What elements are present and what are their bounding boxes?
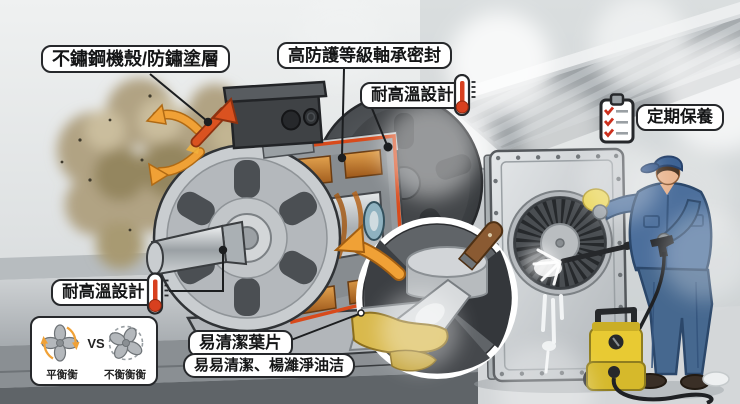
callout-heat-top-label: 耐高溫設計 [371, 86, 454, 104]
balanced-fan-label: 平衡衡 [46, 369, 78, 381]
callout-maintenance: 定期保養 [636, 104, 724, 131]
callout-easy-clean-blade-sub: 易易清潔、楊濰淨油洁 [183, 353, 356, 378]
callout-bearing-seal-label: 高防護等級軸承密封 [288, 46, 441, 65]
callout-heat-resistant-bottom: 耐高溫設計 [51, 279, 156, 306]
deflect-arrow-head [211, 96, 239, 125]
clipboard-checklist-icon [599, 93, 635, 144]
floor-rag [702, 371, 730, 387]
callout-heat-bottom-label: 耐高溫設計 [62, 283, 145, 301]
stator-winding [343, 149, 383, 179]
callout-blade-label: 易清潔葉片 [199, 334, 282, 352]
unbalanced-fan-label: 不衡衡衡 [104, 369, 146, 381]
vs-label: VS [87, 336, 105, 351]
water-spray [524, 246, 562, 286]
unbalanced-fan-icon [108, 325, 144, 361]
dust-deflect-arrows [145, 96, 239, 187]
clean-direction-arrow [333, 223, 406, 281]
motor-shaft [146, 220, 248, 276]
callout-heat-resistant-top: 耐高溫設計 [360, 82, 465, 109]
callout-bearing-seal: 高防護等級軸承密封 [277, 42, 452, 69]
balance-comparison-box: VS 平衡衡 不衡衡衡 [30, 316, 158, 386]
washer-handle [595, 307, 637, 328]
junction-box [222, 80, 328, 159]
hose-coil [611, 377, 714, 404]
callout-maintenance-label: 定期保養 [647, 108, 713, 126]
callout-blade-sublabel: 易易清潔、楊濰淨油洁 [194, 357, 345, 374]
rotation-arrows-icon [40, 326, 80, 360]
balanced-fan-icon [40, 324, 80, 362]
putty-knife [457, 221, 504, 271]
impeller-ribs [514, 197, 606, 289]
thermometer-icon [146, 272, 169, 315]
callout-connectors [149, 68, 393, 341]
callout-housing-label: 不鏽鋼機殼/防鏽塗層 [52, 49, 220, 69]
callout-housing: 不鏽鋼機殼/防鏽塗層 [41, 45, 231, 73]
steam-clouds-front [380, 102, 740, 404]
thermometer-icon [453, 74, 476, 116]
